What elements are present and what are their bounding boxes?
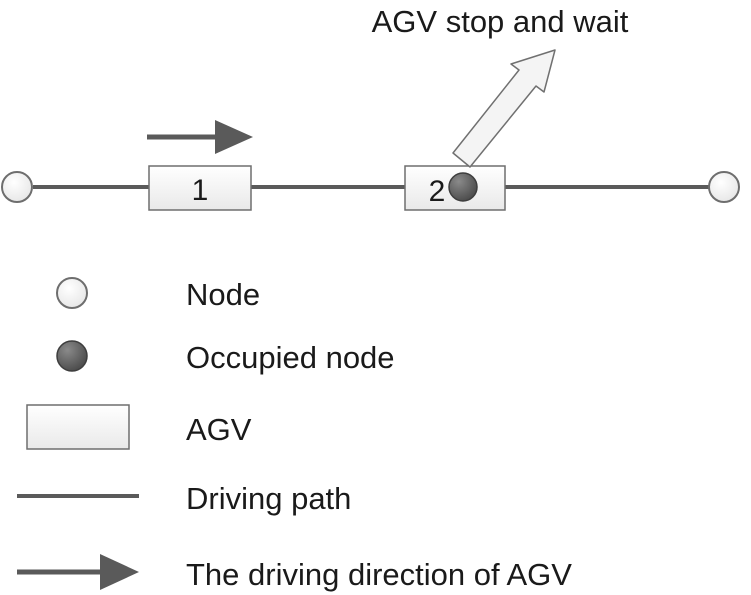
main-track: 1 2 AGV stop and wait	[1, 4, 740, 211]
driving-direction-arrow	[147, 120, 253, 154]
legend-label-driving-direction: The driving direction of AGV	[186, 557, 572, 592]
node-left	[1, 171, 33, 203]
agv-rectangle-icon	[26, 404, 130, 450]
legend-item-node: Node	[56, 277, 260, 312]
occupied-node	[448, 172, 478, 202]
agv-1-body	[148, 165, 252, 211]
stop-wait-annotation: AGV stop and wait	[372, 4, 629, 39]
stop-wait-arrow-icon	[452, 49, 556, 168]
legend: Node Occupied node AGV Driving path The …	[17, 277, 572, 592]
legend-label-agv: AGV	[186, 412, 252, 447]
empty-node-icon	[56, 277, 88, 309]
legend-label-driving-path: Driving path	[186, 481, 351, 516]
agv-1-label: 1	[192, 174, 209, 207]
agv-2: 2	[404, 165, 506, 211]
agv-2-label: 2	[429, 175, 446, 208]
legend-label-node: Node	[186, 277, 260, 312]
legend-item-agv: AGV	[26, 404, 252, 450]
occupied-node-icon	[56, 340, 88, 372]
legend-item-driving-direction: The driving direction of AGV	[17, 554, 572, 592]
node-right	[708, 171, 740, 203]
legend-item-driving-path: Driving path	[17, 481, 351, 516]
direction-arrow-icon	[100, 554, 139, 590]
legend-label-occupied-node: Occupied node	[186, 340, 395, 375]
agv-1: 1	[148, 165, 252, 211]
legend-item-occupied-node: Occupied node	[56, 340, 395, 375]
direction-arrowhead	[215, 120, 253, 154]
